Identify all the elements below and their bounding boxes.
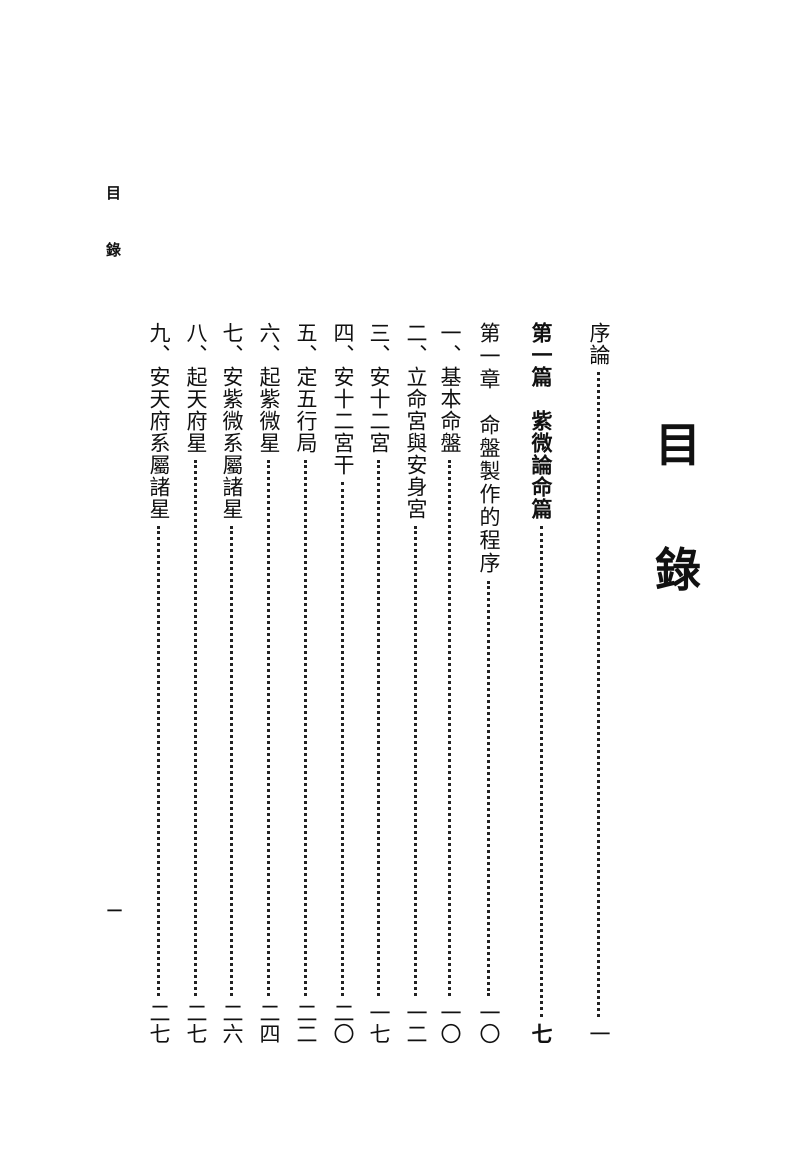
toc-entry-section-1[interactable]: 一、基本命盤 一〇: [438, 322, 462, 1044]
dot-leader: [230, 526, 233, 996]
toc-entry-page: 二二: [294, 1002, 318, 1044]
dot-leader: [597, 372, 600, 1017]
toc-entry-page: 一七: [367, 1002, 391, 1044]
toc-entry-section-9[interactable]: 九、安天府系屬諸星 二七: [147, 322, 171, 1044]
toc-entry-preface[interactable]: 序論 一: [587, 322, 611, 1044]
dot-leader: [304, 460, 307, 996]
toc-entry-section-2[interactable]: 二、立命宮與安身宮 一二: [404, 322, 428, 1044]
toc-entry-part-1[interactable]: 第一篇 紫微論命篇 七: [529, 322, 554, 1044]
toc-entry-page: 一〇: [438, 1002, 462, 1044]
page-number: 一: [105, 903, 123, 918]
toc-entry-page: 七: [529, 1023, 554, 1044]
toc-entry-page: 一二: [404, 1002, 428, 1044]
toc-entry-section-6[interactable]: 六、起紫微星 二四: [257, 322, 281, 1044]
dot-leader: [414, 526, 417, 996]
toc-entry-section-7[interactable]: 七、安紫微系屬諸星 二六: [220, 322, 244, 1044]
toc-entry-title: 第一章 命盤製作的程序: [477, 322, 501, 575]
toc-entry-title: 七、安紫微系屬諸星: [220, 322, 244, 520]
toc-entry-title: 八、起天府星: [184, 322, 208, 454]
toc-entry-title: 五、定五行局: [294, 322, 318, 454]
toc-entry-title: 三、安十二宮: [367, 322, 391, 454]
running-header-char-2: 錄: [104, 242, 122, 257]
toc-entry-title: 一、基本命盤: [438, 322, 462, 454]
toc-entry-section-5[interactable]: 五、定五行局 二二: [294, 322, 318, 1044]
dot-leader: [448, 460, 451, 996]
running-header-char-1: 目: [104, 185, 122, 200]
page-title-char-2: 錄: [655, 543, 701, 597]
toc-entry-page: 二七: [184, 1002, 208, 1044]
toc-entry-title: 六、起紫微星: [257, 322, 281, 454]
toc-entry-page: 二七: [147, 1002, 171, 1044]
toc-entry-chapter-1[interactable]: 第一章 命盤製作的程序 一〇: [477, 322, 501, 1044]
toc-entry-section-3[interactable]: 三、安十二宮 一七: [367, 322, 391, 1044]
dot-leader: [194, 460, 197, 996]
toc-entry-title: 序論: [587, 322, 611, 366]
dot-leader: [540, 526, 543, 1017]
dot-leader: [157, 526, 160, 996]
toc-entry-page: 一〇: [477, 1002, 501, 1044]
toc-entry-title: 九、安天府系屬諸星: [147, 322, 171, 520]
dot-leader: [487, 581, 490, 996]
toc-entry-title: 第一篇 紫微論命篇: [529, 322, 554, 520]
dot-leader: [267, 460, 270, 996]
toc-entry-title: 四、安十二宮干: [331, 322, 355, 476]
toc-entry-page: 二〇: [331, 1002, 355, 1044]
toc-entry-page: 二六: [220, 1002, 244, 1044]
page-title-char-1: 目: [655, 418, 701, 472]
toc-entry-page: 一: [587, 1023, 611, 1044]
toc-entry-title: 二、立命宮與安身宮: [404, 322, 428, 520]
dot-leader: [341, 482, 344, 996]
dot-leader: [377, 460, 380, 996]
toc-entry-page: 二四: [257, 1002, 281, 1044]
toc-entry-section-8[interactable]: 八、起天府星 二七: [184, 322, 208, 1044]
toc-entry-section-4[interactable]: 四、安十二宮干 二〇: [331, 322, 355, 1044]
